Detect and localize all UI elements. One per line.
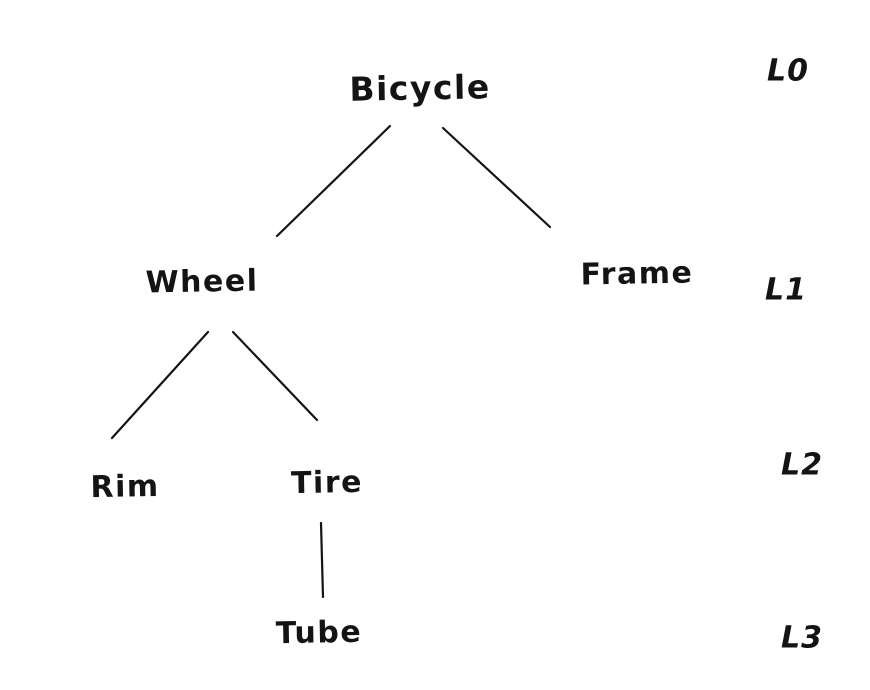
level-label-l1: L1 xyxy=(765,272,807,308)
edge-bicycle-wheel xyxy=(275,124,392,238)
level-label-l3: L3 xyxy=(781,620,823,656)
edge-wheel-tire xyxy=(231,330,319,422)
node-wheel: Wheel xyxy=(145,263,259,301)
node-rim: Rim xyxy=(90,468,160,506)
node-bicycle: Bicycle xyxy=(349,67,491,109)
node-tire: Tire xyxy=(290,464,364,502)
node-tube: Tube xyxy=(275,614,363,652)
level-label-l0: L0 xyxy=(767,53,809,89)
node-frame: Frame xyxy=(580,255,694,293)
edge-wheel-rim xyxy=(110,330,210,440)
level-label-l2: L2 xyxy=(781,447,823,483)
edge-tire-tube xyxy=(319,521,325,599)
edge-bicycle-frame xyxy=(441,126,552,229)
